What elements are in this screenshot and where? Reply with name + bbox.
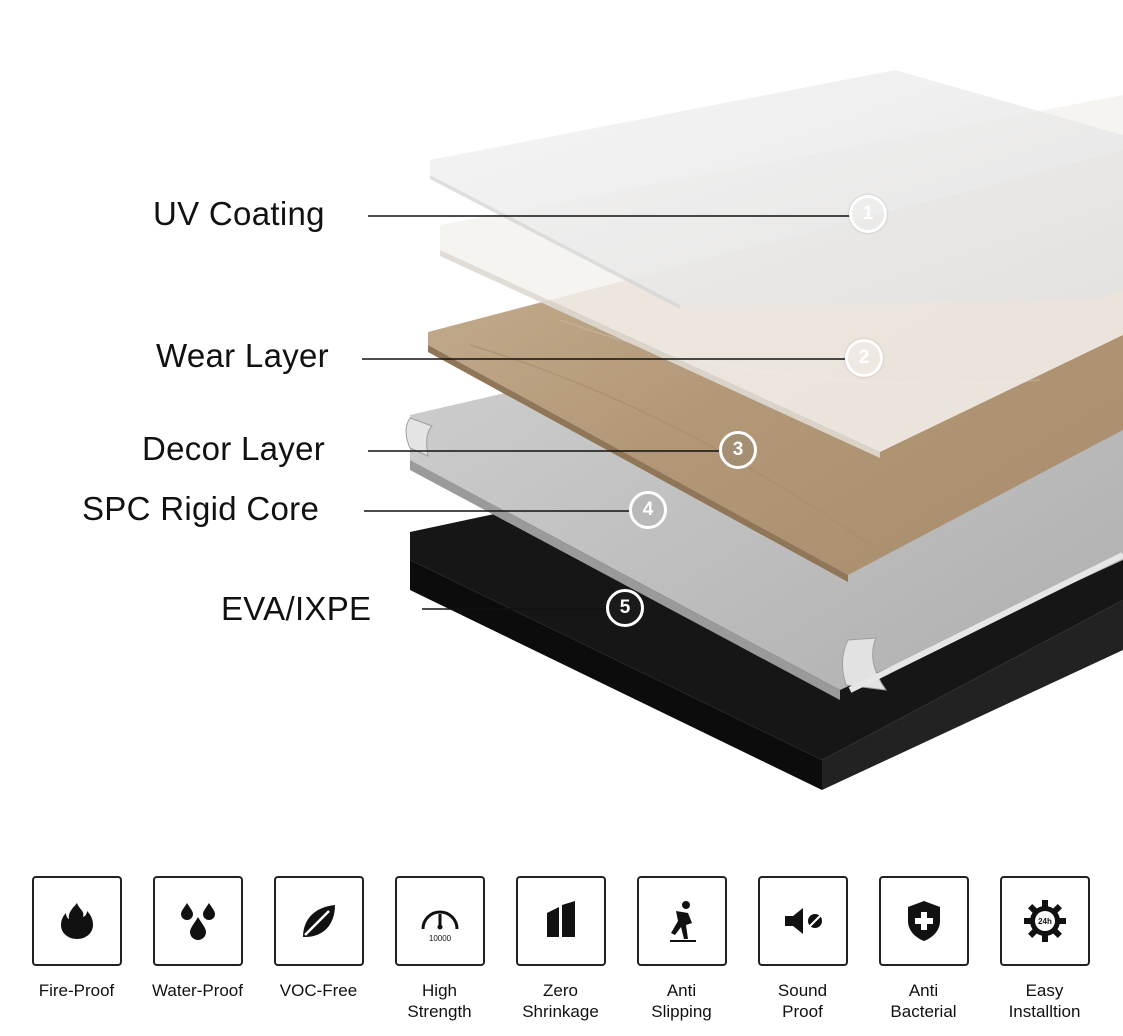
feature-box bbox=[878, 876, 969, 966]
layer-label-spc-rigid-core: SPC Rigid Core bbox=[82, 490, 320, 527]
water-drops-icon bbox=[180, 903, 215, 940]
feature-fire-proof: Fire-Proof bbox=[16, 870, 137, 1001]
feature-label: Fire-Proof bbox=[38, 981, 115, 1000]
feature-label: Water-Proof bbox=[151, 981, 243, 1000]
layer-marker-5: 5 bbox=[606, 589, 644, 627]
feature-label-line1: Anti bbox=[666, 981, 697, 1000]
panel-icon bbox=[546, 901, 575, 937]
layer-label-decor-layer: Decor Layer bbox=[142, 430, 326, 467]
gauge-icon: 10000 bbox=[421, 910, 458, 943]
feature-zero-shrinkage: Zero Shrinkage bbox=[500, 870, 621, 1022]
feature-anti-bacterial: Anti Bacterial bbox=[863, 870, 984, 1022]
feature-box bbox=[757, 876, 848, 966]
feature-box bbox=[273, 876, 364, 966]
feature-box: 10000 bbox=[394, 876, 485, 966]
layer-diagram bbox=[362, 70, 1123, 790]
leaf-icon bbox=[302, 905, 335, 937]
feature-box: 24h bbox=[999, 876, 1090, 966]
feature-label-line1: Anti bbox=[908, 981, 939, 1000]
feature-label-line2: Bacterial bbox=[890, 1002, 957, 1021]
feature-label-line1: High bbox=[422, 981, 457, 1000]
feature-label-line2: Slipping bbox=[651, 1002, 712, 1021]
uv-coating-layer bbox=[430, 70, 1123, 309]
feature-label-line2: Proof bbox=[782, 1002, 823, 1021]
speaker-mute-icon bbox=[784, 908, 822, 934]
shield-plus-icon bbox=[907, 901, 940, 941]
gear-24h-icon: 24h bbox=[1023, 900, 1066, 942]
layer-label-eva-ixpe: EVA/IXPE bbox=[221, 590, 372, 627]
feature-label-line1: Sound bbox=[777, 981, 828, 1000]
layer-label-uv-coating: UV Coating bbox=[153, 195, 325, 232]
layer-marker-3: 3 bbox=[719, 431, 757, 469]
feature-water-proof: Water-Proof bbox=[137, 870, 258, 1001]
feature-label-line1: Easy bbox=[1025, 981, 1064, 1000]
gear-text: 24h bbox=[1038, 917, 1052, 926]
feature-easy-installation: 24h Easy Installtion bbox=[984, 870, 1105, 1022]
fire-icon bbox=[60, 903, 93, 939]
layer-label-wear-layer: Wear Layer bbox=[156, 337, 329, 374]
feature-high-strength: 10000 High Strength bbox=[379, 870, 500, 1022]
feature-label-line2: Shrinkage bbox=[522, 1002, 599, 1021]
feature-sound-proof: Sound Proof bbox=[742, 870, 863, 1022]
feature-box bbox=[515, 876, 606, 966]
feature-label: VOC-Free bbox=[279, 981, 358, 1000]
feature-anti-slipping: Anti Slipping bbox=[621, 870, 742, 1022]
feature-label-line2: Installtion bbox=[1008, 1002, 1081, 1021]
feature-box bbox=[31, 876, 122, 966]
feature-label-line2: Strength bbox=[407, 1002, 472, 1021]
layer-marker-2: 2 bbox=[845, 339, 883, 377]
feature-box bbox=[636, 876, 727, 966]
feature-box bbox=[152, 876, 243, 966]
feature-voc-free: VOC-Free bbox=[258, 870, 379, 1001]
feature-label-line1: Zero bbox=[543, 981, 578, 1000]
gauge-text: 10000 bbox=[428, 934, 451, 943]
slipping-person-icon bbox=[669, 901, 696, 942]
layer-marker-1: 1 bbox=[849, 195, 887, 233]
layer-marker-4: 4 bbox=[629, 491, 667, 529]
feature-icons-row: Fire-Proof Water-Proof VOC-Free bbox=[0, 870, 1123, 1030]
